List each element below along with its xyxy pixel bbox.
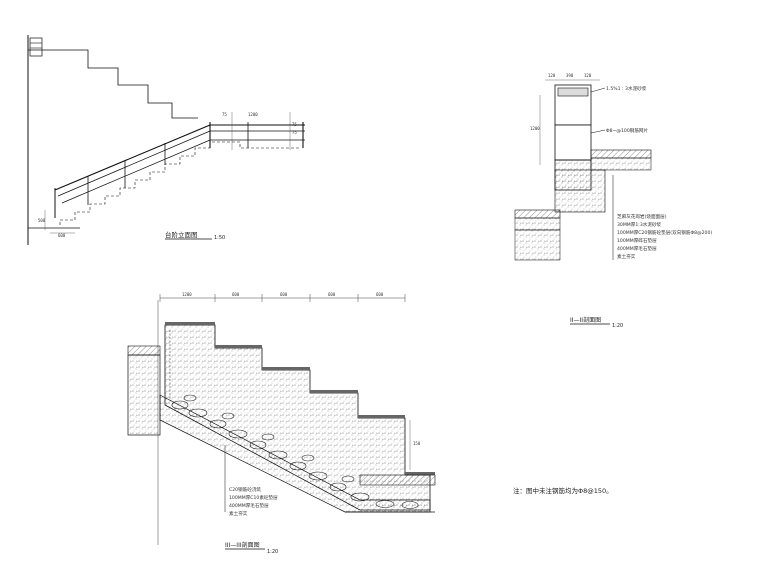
dim-label: 600 [232, 292, 240, 297]
dim-label: 150 [413, 441, 421, 446]
layer-text: 素土夯实 [229, 510, 248, 517]
layer-text: 100MM厚C10素砼垫层 [229, 494, 278, 501]
dim-label: 120 [548, 73, 556, 78]
dim-label: 1200 [182, 292, 192, 297]
dim-label: 75 [222, 112, 227, 117]
section-III-drawing: 1200 600 600 600 600 [127, 292, 436, 555]
dim-label: 600 [58, 233, 66, 238]
layer-text: 400MM厚毛石垫层 [617, 245, 657, 252]
drawing-scale: 1:20 [267, 549, 278, 555]
layer-text: 400MM厚毛石垫层 [229, 502, 269, 509]
drawing-scale: 1:50 [214, 235, 225, 241]
layer-text: 素土夯实 [617, 253, 636, 260]
rubble-stones [171, 394, 419, 509]
layer-text: 芝麻灰花岗岩(烧面面层) [617, 213, 667, 220]
dim-label: 600 [280, 292, 288, 297]
layer-text: 100MM厚C20钢筋砼垫层(双向钢筋Φ8@200) [617, 229, 712, 236]
dim-label: 1200 [248, 112, 258, 117]
callout-text: 1.5%1 : 3水泥砂浆 [606, 85, 647, 92]
layer-text: 30MM厚1:3水泥砂浆 [617, 221, 662, 228]
dim-label: 75 [292, 130, 297, 135]
drawing-title: 台阶立面图 [165, 230, 198, 239]
dim-label: 600 [376, 292, 384, 297]
footnote: 注：图中未注钢筋均为Φ8@150。 [513, 486, 613, 495]
layer-legend: C20钢筋砼浇筑 100MM厚C10素砼垫层 400MM厚毛石垫层 素土夯实 [229, 486, 278, 517]
layer-text: 100MM厚碎石垫层 [617, 237, 657, 244]
dim-label: 120 [584, 73, 592, 78]
dim-label: 1200 [530, 126, 540, 131]
drawing-title: II—II剖面图 [570, 316, 601, 324]
dim-label: 600 [328, 292, 336, 297]
dim-label: 75 [292, 122, 297, 127]
dim-label: 390 [566, 73, 574, 78]
layer-text: C20钢筋砼浇筑 [229, 486, 261, 493]
callout-text: Φ8~@100钢筋网片 [606, 127, 649, 134]
layer-legend: 芝麻灰花岗岩(烧面面层) 30MM厚1:3水泥砂浆 100MM厚C20钢筋砼垫层… [617, 213, 712, 260]
dim-label: 500 [38, 218, 46, 223]
drawing-title: III—III剖面图 [225, 541, 260, 549]
section-II-drawing: 120 390 120 1200 1.5%1 : 3水泥砂浆 Φ8~@100钢筋… [514, 73, 712, 329]
drawing-scale: 1:20 [612, 323, 623, 329]
railing-elevation-drawing: 1200 75 75 75 500 600 台阶立面图 1:50 [27, 35, 305, 245]
